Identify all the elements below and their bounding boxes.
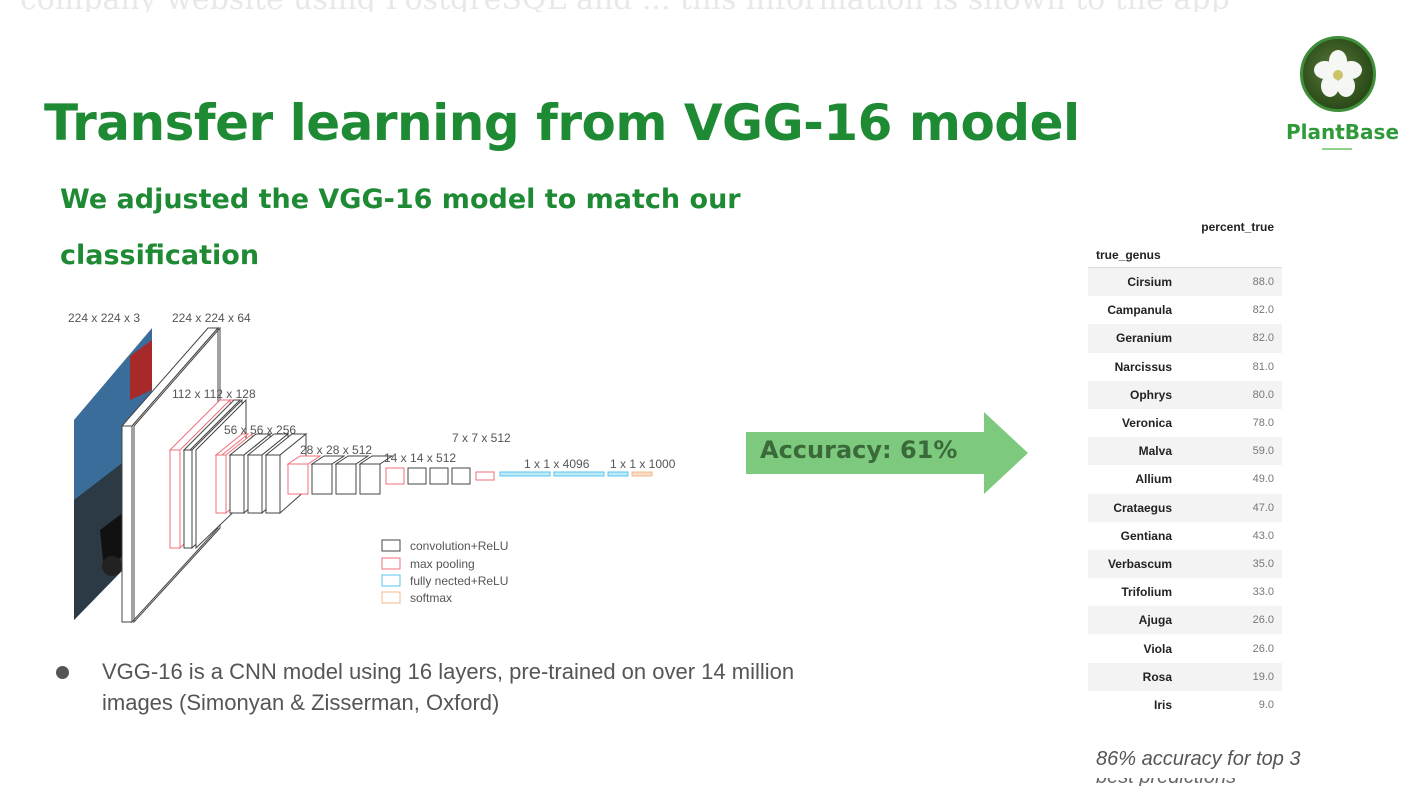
table-row: Crataegus 47.0 [1088,493,1282,522]
genus-cell: Crataegus [1113,500,1172,515]
accuracy-label: Accuracy: 61% [760,436,958,464]
percent-cell: 88.0 [1252,276,1274,289]
table-row: Rosa 19.0 [1088,662,1282,691]
legend-item: max pooling [410,557,475,571]
top3-accuracy-note-cutoff: best predictions [1096,778,1396,786]
table-header: percent_true true_genus [1088,212,1282,268]
legend-item: fully nected+ReLU [410,574,508,588]
genus-cell: Veronica [1121,416,1172,431]
logo-underline [1322,148,1352,150]
accuracy-arrow [746,412,1028,494]
genus-cell: Geranium [1115,331,1172,346]
genus-cell: Allium [1135,472,1172,487]
percent-cell: 35.0 [1252,557,1274,570]
table-row: Ophrys 80.0 [1088,380,1282,409]
genus-cell: Gentiana [1120,528,1172,543]
layer-label: 1 x 1 x 1000 [610,457,676,471]
genus-cell: Verbascum [1107,556,1172,571]
legend-item: convolution+ReLU [410,539,508,553]
percent-cell: 82.0 [1252,304,1274,317]
table-row: Trifolium 33.0 [1088,578,1282,606]
slide-subtitle: We adjusted the VGG-16 model to match ou… [60,184,741,271]
table-row: Narcissus 81.0 [1088,353,1282,381]
genus-cell: Ajuga [1138,613,1172,628]
genus-cell: Malva [1138,444,1172,459]
layer-label: 1 x 1 x 4096 [524,457,590,471]
percent-cell: 47.0 [1252,501,1274,514]
plantbase-logo: PlantBase [1286,36,1400,156]
table-row: Iris 9.0 [1088,691,1282,719]
layer-label: 112 x 112 x 128 [172,387,256,401]
top3-accuracy-note: 86% accuracy for top 3 [1096,748,1301,770]
percent-cell: 33.0 [1252,586,1274,599]
genus-cell: Narcissus [1114,359,1172,374]
table-row: Viola 26.0 [1088,634,1282,662]
genus-cell: Campanula [1107,303,1172,318]
table-row: Veronica 78.0 [1088,409,1282,437]
percent-cell: 81.0 [1252,360,1274,373]
percent-cell: 59.0 [1252,445,1274,458]
vgg16-diagram-svg: 224 x 224 x 3 224 x 224 x 64 112 x 112 x… [68,311,676,624]
flower-logo-icon [1300,36,1376,112]
bullet-dot [56,666,69,679]
percent-cell: 43.0 [1252,529,1274,542]
layer-label: 56 x 56 x 256 [224,423,296,437]
bullet-text: VGG-16 is a CNN model using 16 layers, p… [102,659,795,715]
percent-cell: 78.0 [1252,417,1274,430]
slide-title: Transfer learning from VGG-16 model [44,94,1080,152]
table-row: Cirsium 88.0 [1088,268,1282,297]
layer-label: 224 x 224 x 64 [172,311,251,325]
diagram-legend: convolution+ReLU max pooling fully necte… [381,539,508,605]
percent-cell: 26.0 [1252,614,1274,627]
percent-cell: 49.0 [1252,473,1274,486]
percent-cell: 9.0 [1258,698,1274,711]
layer-label: 14 x 14 x 512 [384,451,456,465]
table-row: Allium 49.0 [1088,465,1282,493]
logo-brand-name: PlantBase [1286,120,1400,144]
previous-slide-text-fragment: company website using PostgreSQL and ...… [20,0,1400,12]
percent-cell: 26.0 [1252,642,1274,655]
legend-item: softmax [410,591,452,605]
percent-cell: 19.0 [1252,670,1274,683]
genus-cell: Iris [1153,697,1172,712]
percent-cell: 80.0 [1252,388,1274,401]
genus-cell: Rosa [1142,669,1172,684]
table-row: Ajuga 26.0 [1088,606,1282,635]
layer-label: 7 x 7 x 512 [452,431,511,445]
genus-cell: Cirsium [1127,275,1172,290]
table-row: Campanula 82.0 [1088,296,1282,324]
layer-label: 224 x 224 x 3 [68,311,140,325]
index-header: true_genus [1096,248,1161,262]
percent-cell: 82.0 [1252,332,1274,345]
table-row: Gentiana 43.0 [1088,522,1282,550]
genus-cell: Viola [1143,641,1172,656]
genus-cell: Trifolium [1121,585,1172,600]
vgg16-architecture-diagram: 224 x 224 x 3 224 x 224 x 64 112 x 112 x… [60,300,720,630]
column-header: percent_true [1201,220,1274,234]
table-row: Malva 59.0 [1088,437,1282,466]
table-row: Geranium 82.0 [1088,324,1282,353]
genus-cell: Ophrys [1129,387,1172,402]
table-row: Verbascum 35.0 [1088,549,1282,579]
layer-label: 28 x 28 x 512 [300,443,372,457]
